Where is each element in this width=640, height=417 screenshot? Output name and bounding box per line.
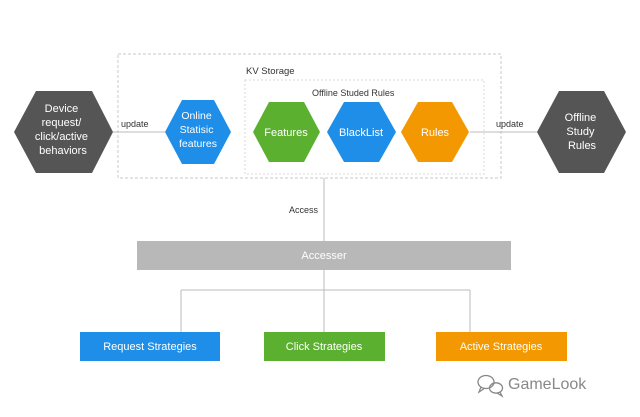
- features-label: Features: [264, 127, 308, 139]
- offline-study-rules-hexagon: [537, 91, 626, 173]
- blacklist-hexagon: [327, 102, 396, 162]
- update-right-label: update: [496, 119, 524, 129]
- active-strategies-box: [436, 332, 567, 361]
- rules-hexagon: [401, 102, 469, 162]
- rules-label: Rules: [421, 127, 450, 139]
- features-hexagon: [253, 102, 320, 162]
- device-behaviors-hexagon: [14, 91, 113, 173]
- active-strategies-label: Active Strategies: [460, 341, 543, 353]
- watermark-text: GameLook: [508, 376, 587, 393]
- offline-study-rules-label: Offline Study Rules: [565, 112, 600, 152]
- accesser-bar: [137, 241, 511, 270]
- click-strategies-label: Click Strategies: [286, 341, 363, 353]
- request-strategies-label: Request Strategies: [103, 341, 197, 353]
- online-features-label: Online Statisic features: [179, 110, 217, 150]
- click-strategies-box: [264, 332, 385, 361]
- kv-storage-label: KV Storage: [246, 66, 295, 77]
- wechat-bubbles-icon: [477, 374, 504, 398]
- access-label: Access: [289, 205, 319, 215]
- device-behaviors-label: Device request/ click/active behaviors: [35, 103, 91, 157]
- accesser-label: Accesser: [301, 250, 347, 262]
- update-left-label: update: [121, 119, 149, 129]
- blacklist-label: BlackList: [339, 127, 383, 139]
- kv-storage-container: [117, 53, 502, 179]
- request-strategies-box: [80, 332, 220, 361]
- offline-rules-label: Offline Studed Rules: [312, 88, 395, 98]
- online-features-hexagon: [165, 100, 231, 164]
- offline-rules-container: [244, 79, 485, 175]
